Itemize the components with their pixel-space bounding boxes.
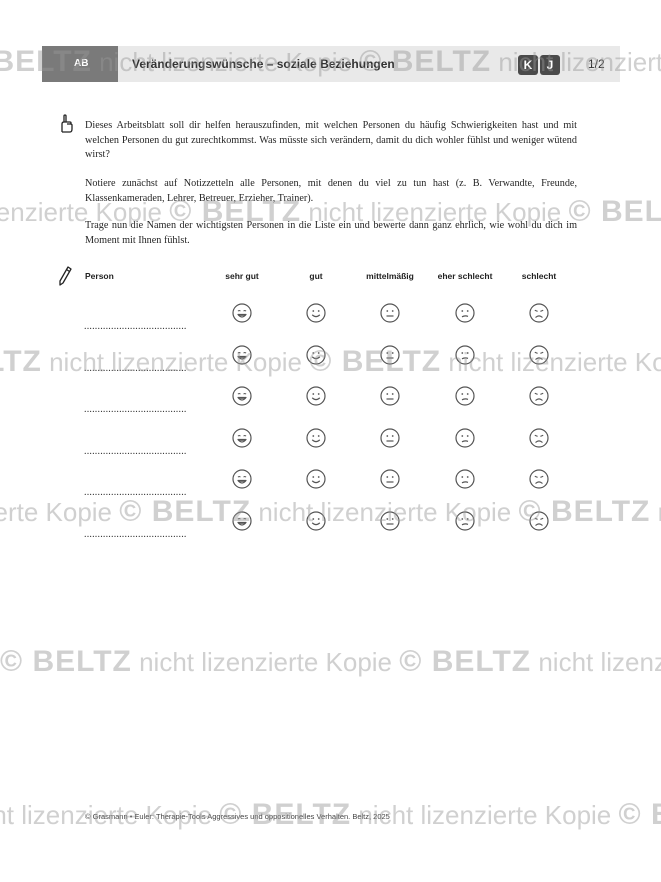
- sad-face-icon[interactable]: [529, 469, 549, 489]
- unhappy-face-icon[interactable]: [455, 303, 475, 323]
- neutral-face-icon[interactable]: [380, 469, 400, 489]
- very-happy-face-icon[interactable]: [232, 344, 252, 365]
- happy-face-icon[interactable]: [306, 427, 326, 448]
- watermark-row: © BELTZ nicht lizenzierte Kopie © BELTZ …: [0, 492, 661, 532]
- neutral-face-icon[interactable]: [380, 344, 400, 365]
- watermark-text: © BELTZ nicht lizenzierte Kopie © BELTZ …: [0, 495, 661, 528]
- very-happy-face-icon[interactable]: [232, 510, 252, 531]
- badge-jugendliche: J: [540, 55, 560, 75]
- column-header-schlecht: schlecht: [521, 271, 557, 281]
- person-name-line[interactable]: ......................................: [84, 321, 187, 332]
- happy-face-icon[interactable]: [306, 344, 326, 365]
- copyright-footer: © Grasmann • Euler: Therapie-Tools Aggre…: [85, 812, 390, 821]
- happy-face-icon[interactable]: [306, 303, 326, 323]
- column-header-person: Person: [85, 271, 114, 281]
- sad-face-icon[interactable]: [529, 303, 549, 323]
- badge-kinder: K: [518, 55, 538, 75]
- unhappy-face-icon[interactable]: [455, 427, 475, 448]
- neutral-face-icon[interactable]: [380, 427, 400, 448]
- neutral-face-icon[interactable]: [380, 386, 400, 406]
- worksheet-title: Veränderungswünsche – soziale Beziehunge…: [132, 57, 395, 71]
- column-header-gut: gut: [309, 271, 323, 281]
- very-happy-face-icon[interactable]: [232, 469, 252, 489]
- happy-face-icon[interactable]: [306, 386, 326, 406]
- happy-face-icon[interactable]: [306, 469, 326, 489]
- page-number: 1/2: [588, 57, 605, 71]
- very-happy-face-icon[interactable]: [232, 427, 252, 448]
- instruction-paragraph-3: Trage nun die Namen der wichtigsten Pers…: [85, 220, 577, 246]
- sad-face-icon[interactable]: [529, 344, 549, 365]
- column-header-mittelmaessig: mittelmäßig: [366, 271, 414, 281]
- column-header-eher-schlecht: eher schlecht: [437, 271, 493, 281]
- instruction-paragraph-1: Dieses Arbeitsblatt soll dir helfen hera…: [85, 120, 577, 160]
- person-name-line[interactable]: ......................................: [84, 445, 187, 457]
- sad-face-icon[interactable]: [529, 427, 549, 448]
- sad-face-icon[interactable]: [529, 386, 549, 406]
- watermark-text: © BELTZ nicht lizenzierte Kopie © BELTZ …: [0, 645, 661, 678]
- person-name-line[interactable]: ......................................: [84, 362, 187, 374]
- sad-face-icon[interactable]: [529, 510, 549, 531]
- very-happy-face-icon[interactable]: [232, 386, 252, 406]
- person-name-line[interactable]: ......................................: [84, 487, 187, 498]
- unhappy-face-icon[interactable]: [455, 344, 475, 365]
- age-group-badges: K J: [518, 55, 560, 75]
- pointing-hand-icon: [58, 114, 74, 134]
- happy-face-icon[interactable]: [306, 510, 326, 531]
- worksheet-type-tab: AB: [42, 46, 118, 82]
- unhappy-face-icon[interactable]: [455, 386, 475, 406]
- instruction-paragraph-2: Notiere zunächst auf Notizzetteln alle P…: [85, 178, 577, 204]
- unhappy-face-icon[interactable]: [455, 510, 475, 531]
- pencil-icon: [58, 266, 72, 286]
- very-happy-face-icon[interactable]: [232, 303, 252, 323]
- column-header-sehr-gut: sehr gut: [225, 271, 259, 281]
- person-name-line[interactable]: ......................................: [84, 528, 187, 540]
- neutral-face-icon[interactable]: [380, 510, 400, 531]
- neutral-face-icon[interactable]: [380, 303, 400, 323]
- watermark-row: © BELTZ nicht lizenzierte Kopie © BELTZ …: [0, 642, 661, 682]
- unhappy-face-icon[interactable]: [455, 469, 475, 489]
- person-name-line[interactable]: ......................................: [84, 404, 187, 415]
